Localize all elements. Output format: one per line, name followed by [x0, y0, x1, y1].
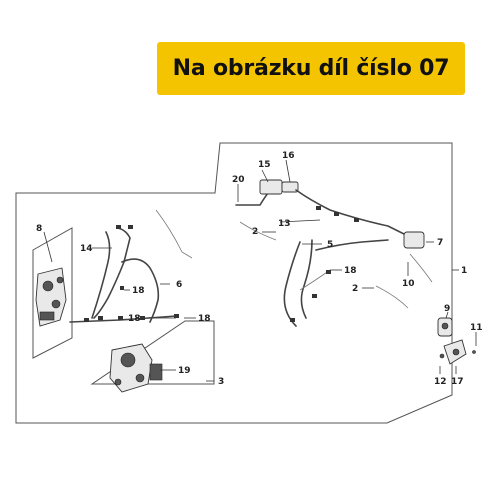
caliper-frame-left	[32, 227, 73, 359]
label-15: 15	[258, 160, 271, 170]
label-13: 13	[278, 219, 291, 229]
label-6: 6	[176, 280, 182, 290]
rear-hose-assembly	[69, 209, 193, 323]
caliper-frame-right	[90, 320, 215, 385]
rear-caliper	[35, 267, 67, 327]
label-14: 14	[80, 244, 93, 254]
label-7: 7	[437, 238, 443, 248]
label-18c: 18	[198, 314, 211, 324]
small-parts	[437, 317, 476, 365]
leader-lines	[43, 159, 477, 382]
part-number-banner: Na obrázku díl číslo 07	[157, 42, 465, 95]
label-18b: 18	[128, 314, 141, 324]
label-19: 19	[178, 366, 191, 376]
label-17: 17	[451, 377, 464, 387]
label-10: 10	[402, 279, 415, 289]
label-16: 16	[282, 151, 295, 161]
label-2a: 2	[252, 227, 258, 237]
label-3: 3	[218, 377, 224, 387]
label-12: 12	[434, 377, 447, 387]
label-11: 11	[470, 323, 483, 333]
banner-text: Na obrázku díl číslo 07	[172, 56, 450, 81]
front-caliper	[109, 343, 163, 393]
label-2b: 2	[352, 284, 358, 294]
label-9: 9	[444, 304, 450, 314]
label-18a: 18	[132, 286, 145, 296]
label-5: 5	[327, 240, 333, 250]
label-20: 20	[232, 175, 245, 185]
handlebar-assembly	[235, 179, 433, 327]
label-18d: 18	[344, 266, 357, 276]
assembly-frame	[15, 142, 453, 424]
label-1: 1	[461, 266, 467, 276]
label-8: 8	[36, 224, 42, 234]
